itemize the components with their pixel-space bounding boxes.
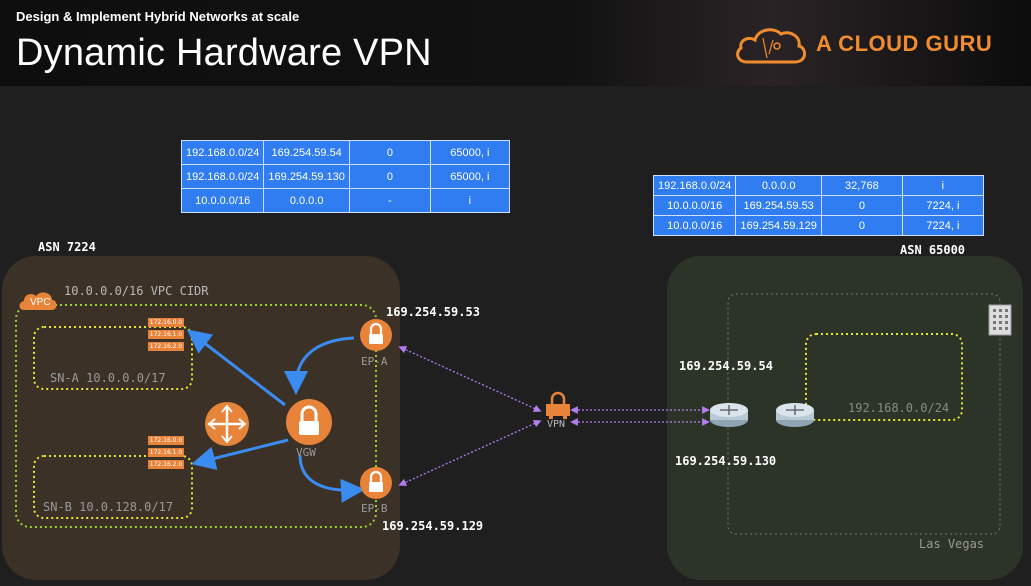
vgw-lock-icon [286,399,332,445]
router-ip-top: 169.254.59.54 [679,359,773,373]
table-cell: 65000, i [429,164,510,189]
ep-b-label: EP-B [361,502,388,515]
title-bar: Design & Implement Hybrid Networks at sc… [0,0,1031,86]
location-label: Las Vegas [919,537,985,551]
route-chip: 172.16.0.0 [148,318,184,327]
ep-a-ip: 169.254.59.53 [386,305,480,319]
tunnel-ep-a [398,346,542,412]
table-row: 192.168.0.0/24 169.254.59.130 0 65000, i [180,164,510,189]
table-row: 10.0.0.0/16 169.254.59.129 0 7224, i [652,215,984,236]
table-cell: 7224, i [901,215,984,236]
lan-cidr-label: 192.168.0.0/24 [848,401,950,415]
vpn-label: VPN [547,419,566,430]
table-row: 10.0.0.0/16 0.0.0.0 - i [180,188,510,213]
ep-b-lock-icon [360,467,392,499]
table-cell: 169.254.59.129 [735,215,822,236]
asn-right-label: ASN 65000 [900,243,966,257]
table-cell: 169.254.59.54 [263,140,350,165]
vpc-badge-label: VPC [30,297,51,308]
ep-b-ip: 169.254.59.129 [382,519,484,533]
route-chip: 172.16.1.0 [148,330,184,339]
table-cell: 0.0.0.0 [263,188,350,213]
table-cell: 169.254.59.53 [735,195,822,216]
subnet-a-label: SN-A 10.0.0.0/17 [50,371,166,385]
cloud-logo-icon [736,28,806,64]
route-arrow-to-sn-b [191,438,289,471]
table-cell: i [429,188,510,213]
subnet-b-boundary [33,455,193,519]
vgw-label: VGW [296,446,316,459]
table-cell: 0.0.0.0 [735,175,822,196]
route-chip: 172.16.0.0 [148,436,184,445]
aws-route-table: 192.168.0.0/24 169.254.59.54 0 65000, i … [180,140,510,213]
asn-left-label: ASN 7224 [38,240,96,254]
table-cell: 10.0.0.0/16 [652,215,737,236]
vpc-router-icon [205,402,249,446]
datacenter-building-icon [988,304,1012,336]
onprem-route-table: 192.168.0.0/24 0.0.0.0 32,768 i 10.0.0.0… [652,175,984,236]
lan-router-icon [776,403,814,427]
vpc-cidr-label: 10.0.0.0/16 VPC CIDR [64,284,209,298]
subnet-b-label: SN-B 10.0.128.0/17 [43,500,174,514]
router-ip-bottom: 169.254.59.130 [675,454,777,468]
ep-a-lock-icon [360,319,392,351]
customer-router-icon [710,403,748,427]
table-cell: 0 [820,215,903,236]
vpc-boundary [15,304,377,528]
table-row: 192.168.0.0/24 0.0.0.0 32,768 i [652,175,984,196]
table-row: 10.0.0.0/16 169.254.59.53 0 7224, i [652,195,984,216]
slide-subtitle: Design & Implement Hybrid Networks at sc… [16,9,300,24]
subnet-a-boundary [33,326,193,390]
vpn-connection-icon [546,391,570,419]
lan-boundary [805,333,963,421]
table-cell: 7224, i [901,195,984,216]
table-cell: 192.168.0.0/24 [180,140,265,165]
tunnel-ep-b [398,420,542,486]
slide-title: Dynamic Hardware VPN [16,32,432,74]
table-cell: - [348,188,431,213]
route-arrow-to-sn-a [186,329,286,407]
propagation-arrow-ep-b [298,454,365,503]
logo-text: A CLOUD GURU [816,31,993,56]
ep-a-label: EP-A [361,355,388,368]
route-chip: 172.16.1.0 [148,448,184,457]
route-chip: 172.16.2.0 [148,342,184,351]
table-cell: 169.254.59.130 [263,164,350,189]
table-cell: 10.0.0.0/16 [180,188,265,213]
vpc-cloud-icon [19,292,57,310]
route-chip: 172.16.2.0 [148,460,184,469]
propagation-arrow-ep-a [284,336,355,395]
table-cell: 0 [348,164,431,189]
